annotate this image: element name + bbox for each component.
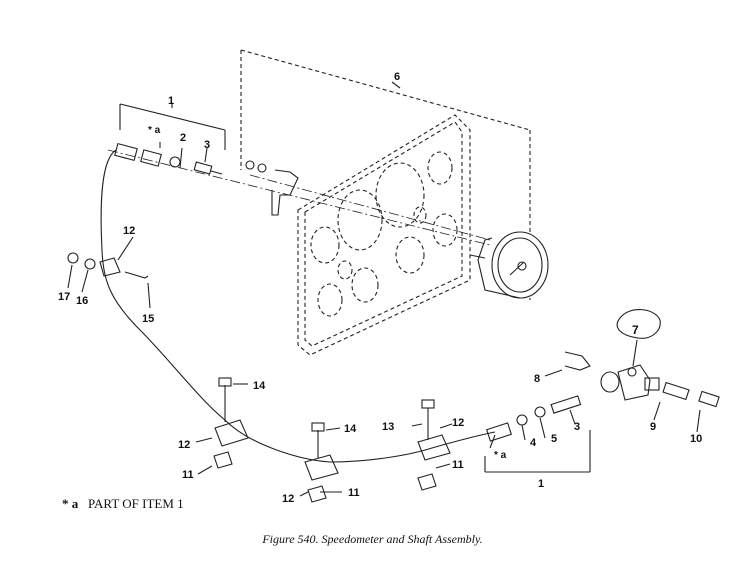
callout-13: 13 — [382, 421, 394, 433]
callout-7-circle — [616, 309, 661, 339]
legend-text: PART OF ITEM 1 — [88, 496, 184, 511]
callout-1-top: 1 — [168, 95, 174, 107]
clamp-middle — [304, 422, 339, 503]
figure-caption: Figure 540. Speedometer and Shaft Assemb… — [262, 532, 483, 546]
callout-11-left: 11 — [182, 469, 194, 481]
callout-12-left: 12 — [178, 439, 190, 451]
callout-7: 7 — [632, 323, 639, 337]
callout-16: 16 — [76, 295, 88, 307]
clamp-left — [213, 377, 249, 469]
clamp-left-upper — [67, 252, 149, 279]
callout-5: 5 — [551, 433, 557, 445]
callout-17: 17 — [58, 291, 70, 303]
item6-dashed-bracket — [240, 49, 531, 300]
callout-8: 8 — [534, 373, 540, 385]
legend-marker: * a — [62, 496, 79, 511]
callout-star-a-bottom: * a — [494, 450, 507, 461]
callout-4: 4 — [530, 437, 537, 449]
legend: * a PART OF ITEM 1 — [62, 496, 184, 512]
callout-12-top: 12 — [123, 225, 135, 237]
callout-11-right: 11 — [348, 487, 360, 499]
leader-lines — [67, 81, 701, 497]
callout-15: 15 — [142, 313, 154, 325]
callout-12-mid: 12 — [452, 417, 464, 429]
callout-14-mid: 14 — [344, 423, 357, 435]
axis-lines — [107, 149, 491, 246]
item1-top-bracket — [119, 103, 226, 150]
callout-11-mid: 11 — [452, 459, 464, 471]
lower-cable-fitting — [485, 395, 582, 442]
callout-9: 9 — [650, 421, 656, 433]
callout-14-left: 14 — [253, 380, 266, 392]
callout-3-top: 3 — [204, 139, 210, 151]
callout-6: 6 — [394, 71, 400, 83]
upper-cable-fitting — [114, 142, 299, 216]
clamp-right — [417, 399, 451, 491]
callout-3-bottom: 3 — [574, 421, 580, 433]
callout-star-a-top: * a — [148, 125, 161, 136]
callout-2: 2 — [180, 132, 186, 144]
callout-12-right: 12 — [282, 493, 294, 505]
instrument-panel — [297, 114, 471, 356]
flexible-shaft-cable — [100, 149, 496, 463]
angle-drive-adapter — [564, 351, 720, 408]
callout-1-bottom: 1 — [538, 478, 544, 490]
speedometer-gauge — [469, 231, 549, 299]
callout-10: 10 — [690, 433, 702, 445]
item1-bottom-bracket — [484, 430, 591, 473]
